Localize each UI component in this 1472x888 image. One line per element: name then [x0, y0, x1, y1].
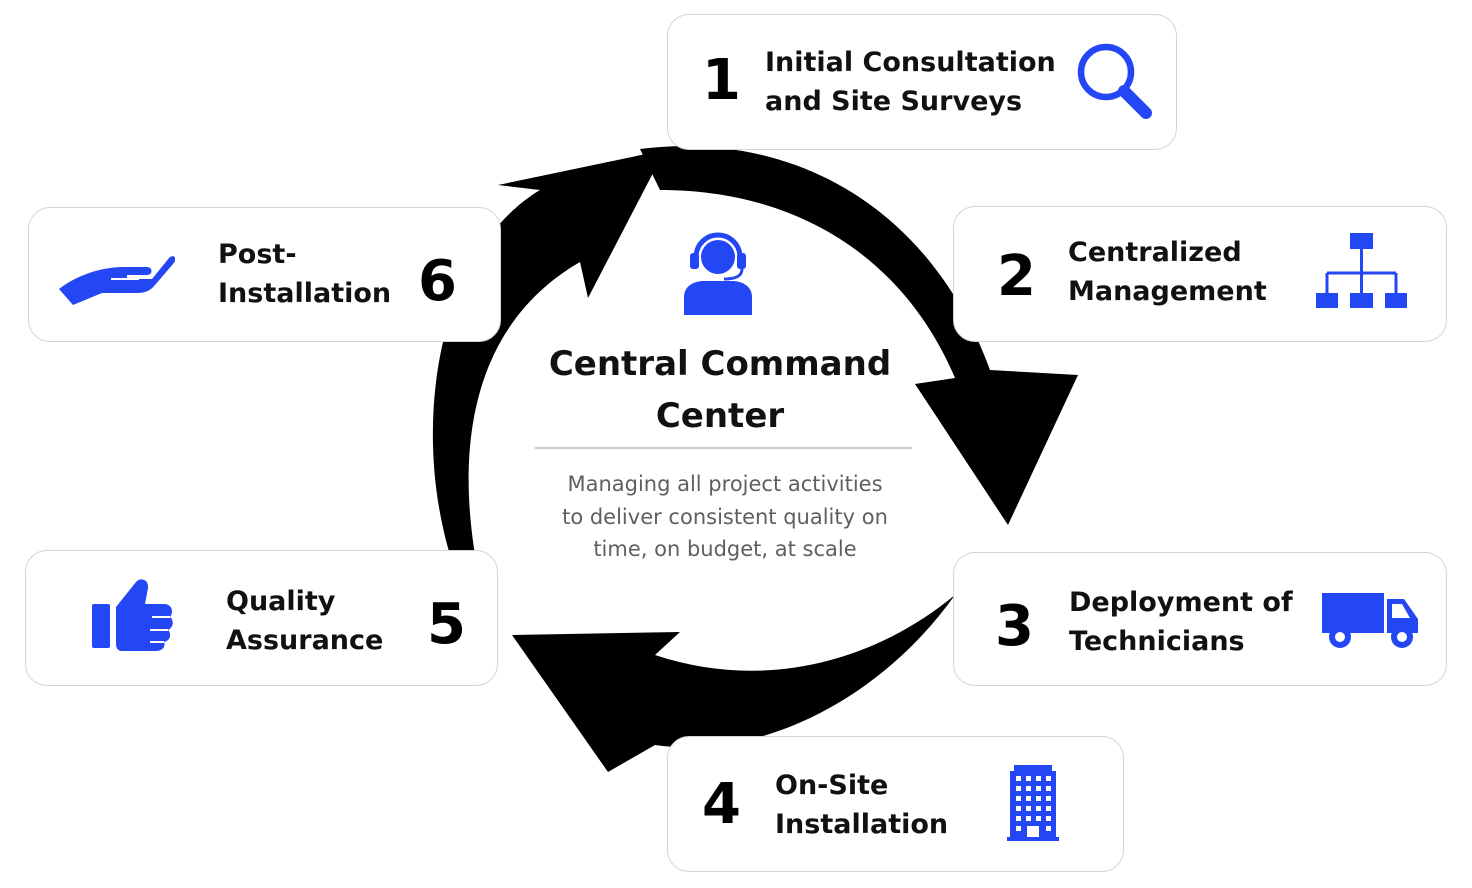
- step-label-line: On-Site: [775, 770, 889, 801]
- building-window: [1036, 806, 1041, 811]
- arrow-1-to-2: [640, 146, 1078, 525]
- step-card-5: Quality Assurance 5: [25, 550, 498, 686]
- building-window: [1046, 776, 1051, 781]
- center-description-line: time, on budget, at scale: [593, 537, 857, 561]
- building-window: [1046, 796, 1051, 801]
- building-window: [1026, 796, 1031, 801]
- step-label: On-Site Installation: [775, 766, 948, 844]
- building-window: [1046, 806, 1051, 811]
- step-card-3: 3 Deployment of Technicians: [953, 552, 1447, 686]
- building-window: [1026, 806, 1031, 811]
- building-window: [1046, 826, 1051, 831]
- center-title-line: Central Command: [548, 344, 892, 384]
- step-label: Post- Installation: [218, 235, 391, 313]
- step-label-line: and Site Surveys: [765, 86, 1023, 117]
- building-window: [1046, 816, 1051, 821]
- step-card-4: 4 On-Site Installation: [667, 736, 1124, 872]
- building-window: [1026, 786, 1031, 791]
- step-card-1: 1 Initial Consultation and Site Surveys: [667, 14, 1177, 150]
- step-number: 1: [702, 48, 741, 113]
- building-window: [1036, 816, 1041, 821]
- building-window: [1036, 796, 1041, 801]
- building-window: [1036, 776, 1041, 781]
- org-chart-icon: [1316, 233, 1407, 308]
- step-label-line: Installation: [218, 278, 392, 309]
- step-label: Centralized Management: [1068, 233, 1267, 311]
- building-window: [1016, 806, 1021, 811]
- magnifier-icon: [1077, 43, 1152, 119]
- step-label-line: Installation: [775, 809, 949, 840]
- center-description-line: Managing all project activities: [567, 472, 883, 496]
- step-label-line: Initial Consultation: [765, 47, 1056, 78]
- step-number: 5: [427, 592, 466, 657]
- step-number: 4: [702, 772, 741, 837]
- step-label: Deployment of Technicians: [1069, 583, 1293, 661]
- arrow-3-to-4: [512, 595, 955, 772]
- center-title: Central Command Center: [520, 338, 920, 442]
- building-window: [1046, 786, 1051, 791]
- step-label: Initial Consultation and Site Surveys: [765, 43, 1056, 121]
- step-label-line: Post-: [218, 239, 297, 270]
- building-window: [1016, 826, 1021, 831]
- step-label: Quality Assurance: [226, 582, 383, 660]
- call-center-agent-icon: [684, 232, 752, 315]
- step-label-line: Technicians: [1069, 626, 1245, 657]
- building-window: [1026, 776, 1031, 781]
- building-window: [1016, 816, 1021, 821]
- building-icon: [1007, 765, 1059, 841]
- center-title-line: Center: [655, 396, 785, 436]
- building-door: [1027, 826, 1039, 837]
- building-window: [1036, 786, 1041, 791]
- step-number: 3: [995, 594, 1034, 659]
- step-card-6: Post- Installation 6: [28, 207, 501, 342]
- step-label-line: Management: [1068, 276, 1267, 307]
- hand-icon: [57, 253, 176, 312]
- step-label-line: Deployment of: [1069, 587, 1293, 618]
- center-description: Managing all project activities to deliv…: [540, 468, 910, 566]
- building-window: [1016, 796, 1021, 801]
- step-label-line: Centralized: [1068, 237, 1242, 268]
- step-label-line: Quality: [226, 586, 336, 617]
- center-divider: [535, 447, 912, 449]
- step-number: 6: [418, 249, 457, 314]
- center-description-line: to deliver consistent quality on: [562, 504, 888, 529]
- building-window: [1016, 776, 1021, 781]
- step-label-line: Assurance: [226, 625, 384, 656]
- step-card-2: 2 Centralized Management: [953, 206, 1447, 342]
- building-window: [1026, 816, 1031, 821]
- building-window: [1016, 786, 1021, 791]
- truck-icon: [1322, 593, 1418, 648]
- step-number: 2: [997, 244, 1036, 309]
- thumbs-up-icon: [92, 577, 176, 656]
